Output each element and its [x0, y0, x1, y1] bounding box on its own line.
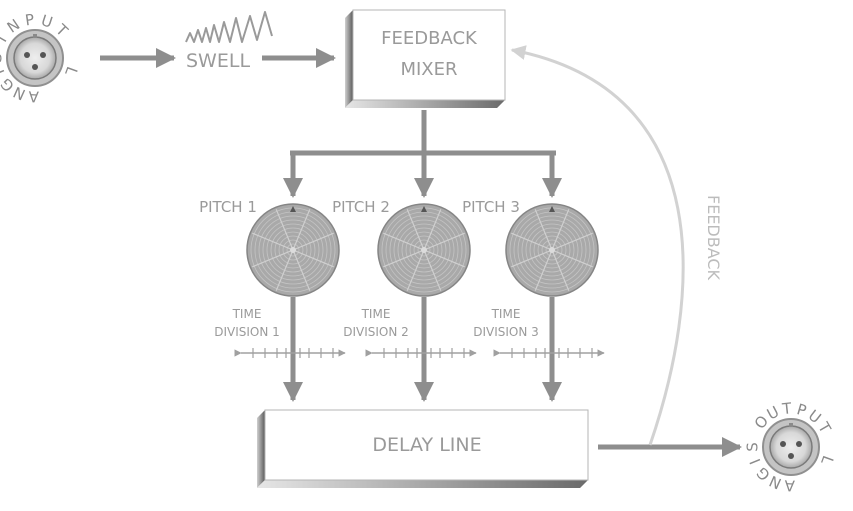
- jack-label-letter: I: [746, 456, 764, 467]
- time-scales: [234, 348, 605, 358]
- pitch-3-label: PITCH 3: [462, 198, 520, 216]
- pitch-2-label: PITCH 2: [332, 198, 390, 216]
- time-scale-3: [493, 348, 605, 358]
- time-scale-1: [234, 348, 346, 358]
- delay-line-box: [257, 409, 589, 488]
- feedback-curve-arrow: [510, 45, 685, 446]
- jack-label-letter: U: [39, 11, 55, 32]
- jack-label-letter: S: [0, 53, 6, 63]
- mixer-label-line2: MIXER: [400, 59, 457, 80]
- jack-label-letter: I: [0, 32, 11, 45]
- time-division-2-line2: DIVISION 2: [343, 325, 409, 339]
- mixer-label-line1: FEEDBACK: [381, 28, 478, 49]
- dial-down-arrows: [283, 297, 562, 402]
- swell-waveform-icon: [185, 11, 273, 43]
- time-division-1-line2: DIVISION 1: [214, 325, 280, 339]
- jack-label-letter: L: [61, 64, 81, 79]
- input-jack: [6, 29, 64, 87]
- output-jack: [762, 418, 820, 476]
- pitch-dials: [246, 203, 599, 297]
- jack-label-letter: P: [24, 10, 35, 29]
- time-scale-2: [365, 348, 477, 358]
- time-division-3-line1: TIME: [491, 307, 521, 321]
- pitch-dial-1: [246, 203, 340, 297]
- swell-label: SWELL: [186, 50, 250, 72]
- delay-line-label: DELAY LINE: [372, 434, 481, 456]
- jack-label-letter: T: [780, 399, 793, 418]
- jack-label-letter: L: [817, 453, 837, 468]
- pitch-dial-2: [377, 203, 471, 297]
- jack-label-letter: A: [28, 87, 40, 105]
- feedback-mixer-box: [345, 9, 506, 108]
- jack-label-letter: A: [784, 476, 796, 494]
- feedback-label: FEEDBACK: [704, 195, 723, 281]
- pitch-dial-3: [505, 203, 599, 297]
- time-division-2-line1: TIME: [361, 307, 391, 321]
- time-division-3-line2: DIVISION 3: [473, 325, 539, 339]
- jack-label-letter: I: [0, 67, 9, 78]
- time-division-1-line1: TIME: [232, 307, 262, 321]
- branch-arrows: [283, 110, 562, 198]
- pitch-1-label: PITCH 1: [199, 198, 257, 216]
- jack-label-letter: S: [744, 442, 762, 452]
